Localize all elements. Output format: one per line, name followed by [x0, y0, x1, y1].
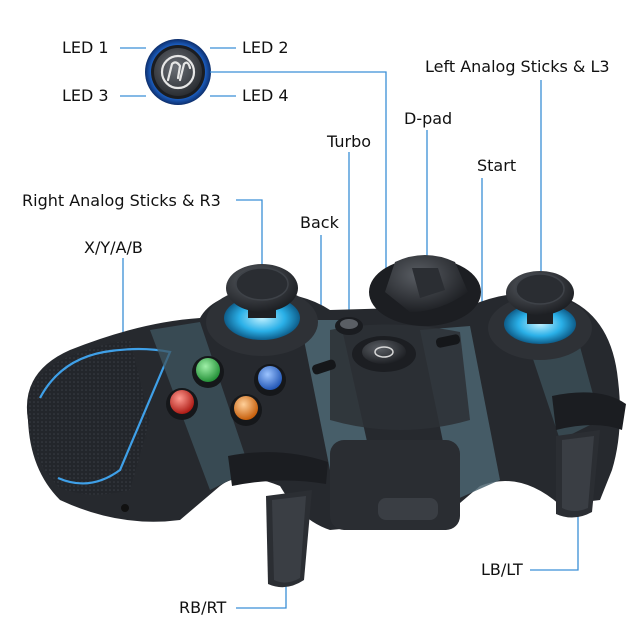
- led1-label: LED 1: [62, 38, 109, 57]
- home-button: [352, 336, 416, 372]
- led-indicator: [145, 39, 211, 105]
- rb-rt-label: RB/RT: [179, 598, 227, 617]
- back-label: Back: [300, 213, 339, 232]
- left-stick-label: Left Analog Sticks & L3: [425, 57, 610, 76]
- right-stick-label: Right Analog Sticks & R3: [22, 191, 221, 210]
- turbo-button: [335, 317, 363, 335]
- dpad-label: D-pad: [404, 109, 453, 128]
- start-label: Start: [477, 156, 517, 175]
- led4-label: LED 4: [242, 86, 289, 105]
- left-analog-stick: [488, 271, 592, 360]
- lb-lt-triggers: [552, 392, 626, 518]
- right-analog-stick: [206, 264, 318, 356]
- face-buttons: [166, 356, 286, 426]
- rb-rt-triggers: [228, 452, 328, 588]
- lb-lt-label: LB/LT: [481, 560, 523, 579]
- callout-lines: [120, 47, 579, 609]
- back-button: [312, 359, 336, 375]
- face-buttons-label: X/Y/A/B: [84, 238, 143, 257]
- easysmx-logo-icon: [160, 54, 196, 90]
- dpad: [369, 255, 481, 326]
- led2-label: LED 2: [242, 38, 289, 57]
- turbo-label: Turbo: [327, 132, 372, 151]
- start-button: [435, 334, 461, 348]
- led3-label: LED 3: [62, 86, 109, 105]
